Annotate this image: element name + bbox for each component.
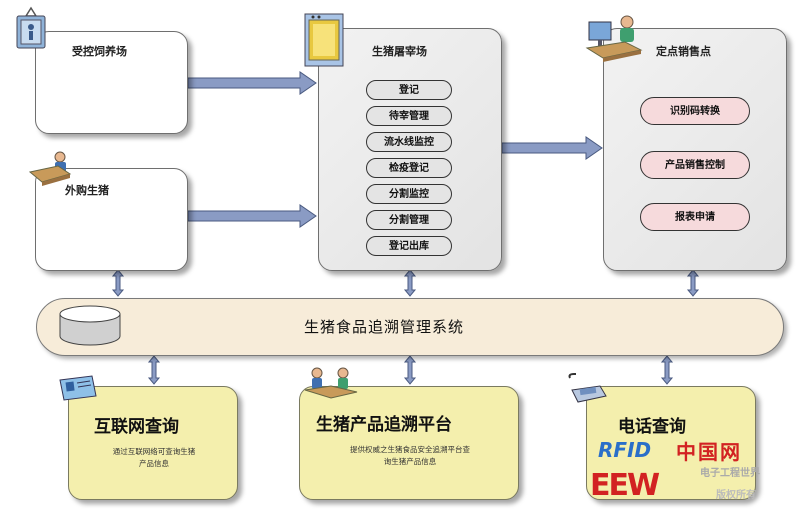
slaughter-step-3: 流水线监控 — [366, 132, 452, 152]
slaughter-step-5: 分割监控 — [366, 184, 452, 204]
id-card-icon — [58, 374, 98, 402]
vconnector-outsourced-bar — [111, 269, 125, 297]
watermark-site2: 版权所有 — [716, 490, 756, 501]
internet-query-desc-2: 产品信息 — [139, 459, 169, 468]
slaughter-step-4: 检疫登记 — [366, 158, 452, 178]
vconnector-bar-platform — [403, 355, 417, 385]
traceability-platform-box — [299, 386, 519, 500]
outsourced-label: 外购生猪 — [65, 184, 109, 197]
internet-query-title: 互联网查询 — [94, 417, 179, 437]
worker-desk-icon — [28, 150, 72, 186]
sales-box — [603, 28, 787, 271]
slaughter-step-6: 分割管理 — [366, 210, 452, 230]
vconnector-bar-internet — [147, 355, 161, 385]
computer-worker-icon — [585, 12, 645, 62]
sales-step-2: 产品销售控制 — [640, 151, 750, 179]
telephone-icon — [566, 372, 608, 406]
system-title: 生猪食品追溯管理系统 — [304, 318, 465, 336]
slaughter-step-2: 待宰管理 — [366, 106, 452, 126]
phone-query-title: 电话查询 — [618, 417, 686, 437]
traceability-platform-desc-2: 询生猪产品信息 — [383, 457, 437, 466]
watermark-china: 中国网 — [676, 440, 742, 464]
meeting-icon — [303, 366, 359, 402]
farm-box — [35, 31, 188, 134]
slaughter-step-1: 登记 — [366, 80, 452, 100]
monitor-icon — [303, 10, 347, 70]
traceability-platform-title: 生猪产品追溯平台 — [316, 415, 452, 435]
watermark-eeworld: EEW — [590, 468, 660, 503]
sales-step-1: 识别码转换 — [640, 97, 750, 125]
vconnector-bar-phone — [660, 355, 674, 385]
database-icon — [56, 304, 124, 348]
arrow-outsourced-to-slaughter — [187, 204, 317, 228]
traceability-system-bar — [36, 298, 784, 356]
watermark-site1: 电子工程世界 — [700, 468, 760, 479]
outsourced-box — [35, 168, 188, 271]
farm-label: 受控饲养场 — [72, 45, 127, 58]
sales-step-3: 报表申请 — [640, 203, 750, 231]
internet-query-desc-1: 通过互联网络可查询生猪 — [112, 447, 196, 456]
slaughter-label: 生猪屠宰场 — [372, 45, 427, 58]
internet-query-box — [68, 386, 238, 500]
arrow-farm-to-slaughter — [187, 71, 317, 95]
slaughter-step-7: 登记出库 — [366, 236, 452, 256]
vconnector-sales-bar — [686, 269, 700, 297]
arrow-slaughter-to-sales — [501, 136, 603, 160]
id-badge-icon — [14, 6, 48, 50]
sales-label: 定点销售点 — [656, 45, 711, 58]
watermark-rfid: RFID — [598, 438, 652, 462]
phone-query-box — [586, 386, 756, 500]
vconnector-slaughter-bar — [403, 269, 417, 297]
traceability-platform-desc-1: 提供权威之生猪食品安全追溯平台查 — [350, 445, 470, 454]
